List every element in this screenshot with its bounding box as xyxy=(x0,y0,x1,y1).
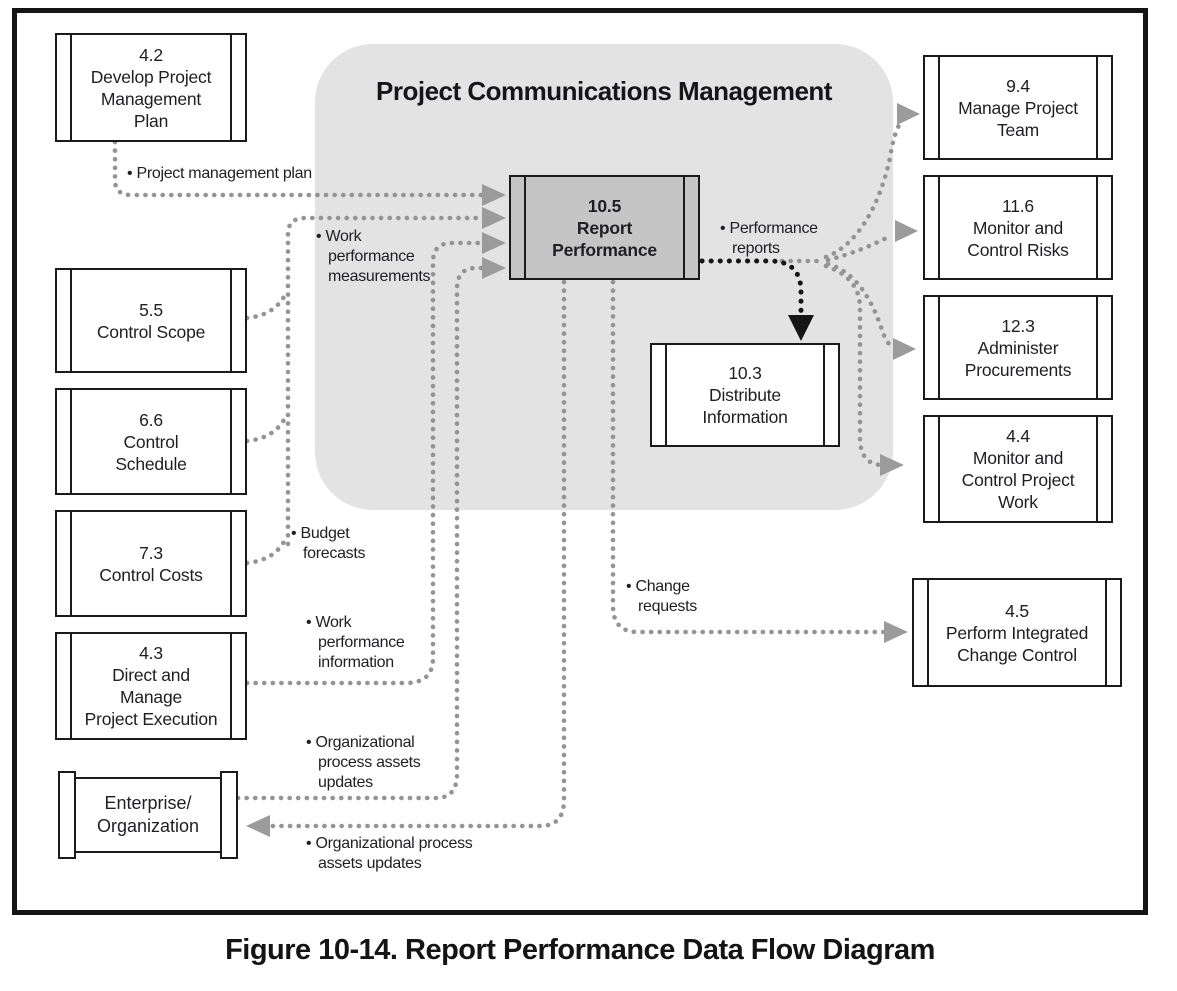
flow-label-opa-updates-out: • Organizational process assets updates xyxy=(306,835,473,872)
figure-caption: Figure 10-14. Report Performance Data Fl… xyxy=(225,934,935,966)
process-box-administer-procurements: 12.3 Administer Procurements xyxy=(923,295,1113,400)
process-box-report-performance: 10.5 Report Performance xyxy=(509,175,700,280)
process-box-perform-integrated-change-control: 4.5 Perform Integrated Change Control xyxy=(912,578,1122,687)
flow-label-work-performance-measurements: • Work performance measurements xyxy=(316,228,431,285)
entity-enterprise-organization: Enterprise/ Organization xyxy=(58,771,238,859)
flow-label-project-management-plan: • Project management plan xyxy=(127,165,312,182)
flow-label-work-performance-information: • Work performance information xyxy=(306,614,405,671)
process-box-monitor-control-project-work: 4.4 Monitor and Control Project Work xyxy=(923,415,1113,523)
entity-tab-left xyxy=(58,771,76,859)
process-box-direct-manage-execution: 4.3 Direct and Manage Project Execution xyxy=(55,632,247,740)
flow-label-change-requests: • Change requests xyxy=(626,578,697,615)
entity-enterprise-organization-label: Enterprise/ Organization xyxy=(72,777,224,853)
entity-tab-right xyxy=(220,771,238,859)
process-box-control-scope: 5.5 Control Scope xyxy=(55,268,247,373)
flow-label-budget-forecasts: • Budget forecasts xyxy=(291,525,366,562)
process-box-control-costs: 7.3 Control Costs xyxy=(55,510,247,617)
knowledge-area-title: Project Communications Management xyxy=(376,76,832,106)
process-box-monitor-control-risks: 11.6 Monitor and Control Risks xyxy=(923,175,1113,280)
flow-label-performance-reports: • Performance reports xyxy=(720,220,818,257)
process-box-control-schedule: 6.6 Control Schedule xyxy=(55,388,247,495)
process-box-distribute-information: 10.3 Distribute Information xyxy=(650,343,840,447)
process-box-develop-pm-plan: 4.2 Develop Project Management Plan xyxy=(55,33,247,142)
flow-label-opa-updates-in: • Organizational process assets updates xyxy=(306,734,421,791)
process-box-manage-project-team: 9.4 Manage Project Team xyxy=(923,55,1113,160)
